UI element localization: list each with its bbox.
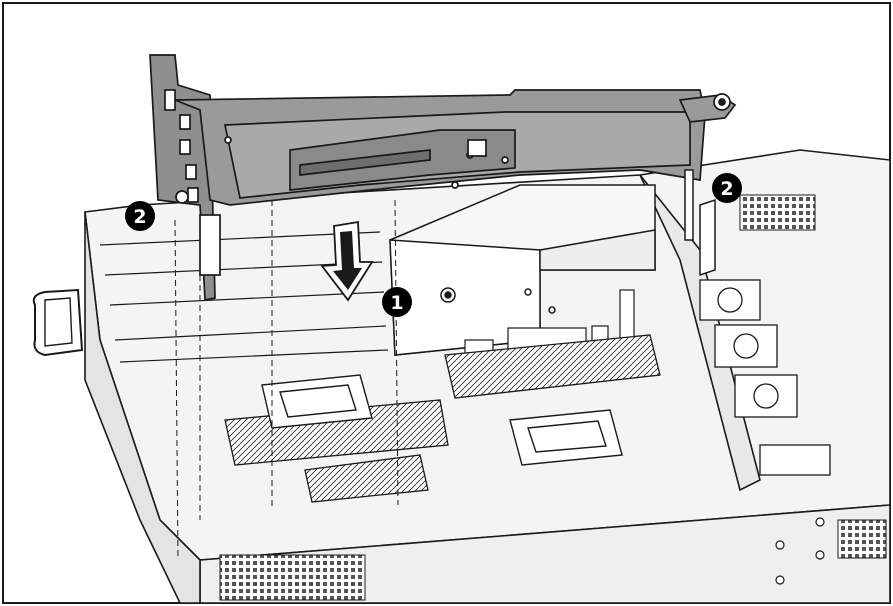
callout-step-2-right: 2 bbox=[712, 173, 742, 203]
front-panel-screws bbox=[775, 517, 825, 585]
processor-socket-left bbox=[261, 374, 373, 429]
riser-retaining-post bbox=[684, 169, 716, 277]
svg-text:2: 2 bbox=[720, 178, 733, 200]
front-vent-right bbox=[837, 519, 887, 559]
pci-riser-cage bbox=[149, 54, 737, 302]
svg-text:2: 2 bbox=[133, 206, 146, 228]
fan-modules bbox=[699, 279, 831, 476]
callout-step-1: 1 bbox=[382, 287, 412, 317]
svg-text:1: 1 bbox=[390, 292, 403, 314]
callout-step-2-left: 2 bbox=[125, 201, 155, 231]
front-vent-left bbox=[219, 554, 366, 601]
rear-vent bbox=[739, 194, 816, 231]
memory-dimm-slots bbox=[224, 334, 661, 503]
power-supply-box bbox=[389, 184, 656, 356]
processor-socket-right bbox=[509, 409, 623, 466]
